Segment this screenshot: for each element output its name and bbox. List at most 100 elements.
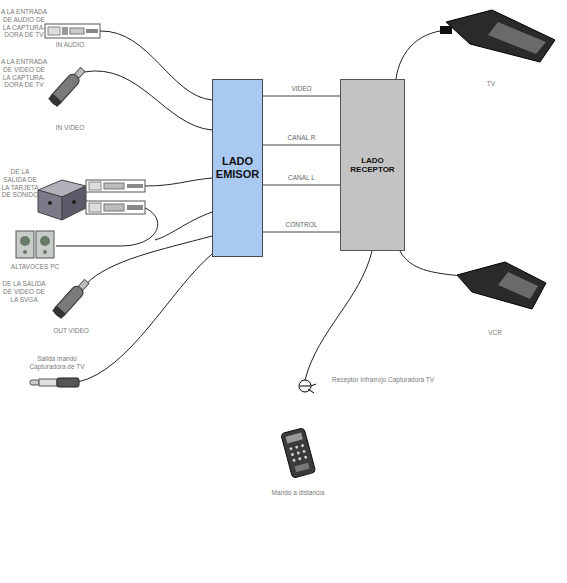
jack-part: [104, 204, 124, 211]
signal-name: CANAL L: [267, 174, 337, 181]
scart-plug: [457, 262, 546, 309]
remote-button: [301, 444, 305, 448]
remote-button: [291, 453, 295, 457]
jack-part: [89, 182, 101, 190]
splitter-hole: [72, 200, 76, 204]
cable: [396, 30, 452, 79]
jack-part: [70, 28, 84, 34]
splitter-hole: [48, 201, 52, 205]
jack-frame: [86, 180, 145, 192]
splitter-side: [38, 190, 62, 220]
remote-body: [281, 428, 316, 479]
plug-body: [48, 72, 81, 107]
jack-part: [89, 203, 101, 212]
jack-frame: [86, 201, 145, 214]
jack-part: [62, 27, 68, 35]
jack-part: [48, 27, 60, 35]
callout-label: IN VIDEO: [50, 124, 90, 132]
jack-part: [104, 183, 124, 189]
remote-control: [281, 428, 316, 479]
callout-label: TV: [480, 80, 502, 88]
box-title: LADO EMISOR: [213, 155, 262, 180]
plug-body: [52, 284, 85, 319]
cable: [400, 251, 462, 276]
callout-label: A LA ENTRADA DE AUDIO DE LA CAPTURA- DOR…: [0, 8, 48, 39]
callout-label: A LA ENTRADA DE VIDEO DE LA CAPTURA- DOR…: [0, 58, 48, 89]
speaker-box: [16, 231, 34, 258]
signal-line: [263, 145, 340, 146]
plug-band: [52, 306, 66, 319]
plug-band: [48, 94, 62, 107]
plug-part: [39, 379, 57, 386]
cable: [86, 236, 212, 284]
scart-face: [488, 22, 546, 54]
callout-label: VCR: [482, 329, 508, 337]
remote-button: [289, 447, 293, 451]
jack-part: [86, 29, 98, 33]
ir-symbol: [311, 384, 316, 386]
callout-label: IN AUDIO: [50, 41, 90, 49]
splitter-side: [62, 186, 86, 220]
scart-body: [457, 262, 546, 309]
speaker-box: [36, 231, 54, 258]
callout-label: DE LA SALIDA DE VIDEO DE LA SVGA: [0, 280, 48, 303]
signal-name: CONTROL: [267, 221, 337, 228]
callout-label: DE LA SALIDA DE LA TARJETA DE SONIDO: [0, 168, 40, 199]
remote-button: [302, 450, 306, 454]
speaker-cone: [23, 250, 27, 254]
jack-part: [127, 184, 143, 188]
plug-tip: [74, 67, 84, 78]
rca-plug: [52, 277, 91, 318]
jack-part: [127, 205, 143, 210]
plug-tip: [78, 279, 88, 290]
speakers: [16, 231, 54, 258]
mini-jack-plug: [30, 378, 79, 387]
signal-name: CANAL R: [267, 134, 337, 141]
signal-line: [263, 185, 340, 186]
remote-button: [295, 463, 310, 472]
scart-cable: [440, 26, 452, 34]
rca-plug: [48, 65, 87, 106]
ir-symbol: [300, 386, 310, 387]
cable: [84, 71, 212, 130]
speaker-cone: [40, 236, 50, 246]
scart-face: [498, 272, 538, 299]
jack-socket: [86, 201, 145, 214]
cable: [100, 31, 212, 100]
scart-plug: [440, 10, 555, 62]
scart-body: [446, 10, 555, 62]
jack-frame: [45, 24, 100, 38]
callout-label: Mando a distancia: [266, 489, 330, 497]
remote-button: [295, 445, 299, 449]
cable: [145, 178, 212, 186]
callout-label: Salida mando Capturadora de TV: [26, 355, 88, 371]
speaker-cone: [43, 250, 47, 254]
remote-button: [304, 455, 308, 459]
process-box: LADO EMISOR: [212, 79, 263, 257]
signal-line: [263, 96, 340, 97]
cable: [155, 212, 212, 240]
box-title: LADO RECEPTOR: [341, 156, 404, 174]
callout-label: ALTAVOCES PC: [2, 263, 68, 271]
remote-button: [292, 458, 296, 462]
speaker-cone: [20, 236, 30, 246]
process-box: LADO RECEPTOR: [340, 79, 405, 251]
signal-line: [263, 232, 340, 233]
ir-symbol: [308, 389, 314, 393]
cable: [78, 254, 212, 382]
audio-splitter: [38, 180, 86, 220]
plug-tip: [30, 380, 39, 385]
jack-socket: [86, 180, 145, 192]
ir-receptor: [299, 380, 316, 393]
jack-socket: [45, 24, 100, 38]
remote-button: [298, 457, 302, 461]
remote-display: [286, 433, 303, 444]
callout-label: OUT VIDEO: [48, 327, 94, 335]
cables: [56, 30, 462, 382]
signal-name: VIDEO: [267, 85, 337, 92]
plug-body: [57, 378, 79, 387]
callout-label: Receptor Infrarrojo Capturadora TV: [332, 376, 462, 384]
remote-button: [296, 451, 300, 455]
cable: [305, 251, 372, 380]
